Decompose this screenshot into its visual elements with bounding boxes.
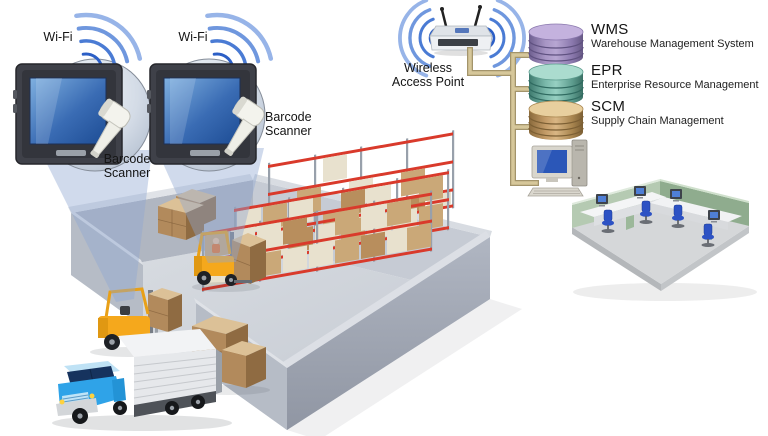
system-name: Warehouse Management System (591, 38, 754, 50)
system-acronym: SCM (591, 98, 626, 115)
system-label-scm: SCM Supply Chain Management (591, 98, 724, 128)
barcode-scanner-label-right: Barcode Scanner (265, 110, 312, 139)
database-cylinder-icon (528, 100, 584, 140)
delivery-truck-icon (52, 329, 232, 431)
warehouse-box-stack (157, 189, 216, 240)
handheld-terminal-icon (13, 63, 123, 165)
scan-beam-right (156, 148, 264, 263)
desktop-computer-icon (527, 139, 588, 197)
barcode-scanner-label-left: Barcode Scanner (87, 152, 167, 181)
system-name: Enterprise Resource Management (591, 79, 759, 91)
label-line: Access Point (391, 75, 465, 90)
scan-beam-left (40, 150, 152, 302)
terminal-group-right (147, 12, 274, 172)
label-line: Scanner (265, 124, 312, 139)
label-line: Scanner (103, 166, 151, 181)
handheld-terminal-icon (147, 63, 257, 165)
database-cylinder-icon (528, 63, 584, 105)
warehouse-isometric-icon (68, 130, 522, 436)
desk-computer-icon (596, 186, 720, 223)
wifi-label-right: Wi-Fi (153, 30, 233, 44)
network-connector-lines (467, 47, 539, 186)
database-cylinder-icon (528, 23, 584, 65)
system-name: Supply Chain Management (591, 115, 724, 127)
office-room-icon (572, 179, 757, 301)
label-text: Wi-Fi (43, 30, 73, 44)
wireless-access-point-icon (398, 0, 526, 78)
label-line: Wireless (404, 61, 452, 75)
system-label-epr: EPR Enterprise Resource Management (591, 62, 759, 92)
wireless-access-point-label: Wireless Access Point (378, 61, 478, 90)
wifi-arcs-icon (205, 12, 274, 69)
system-label-wms: WMS Warehouse Management System (591, 21, 754, 51)
label-text: Wi-Fi (178, 30, 208, 44)
label-line: Barcode (265, 110, 312, 124)
system-acronym: EPR (591, 62, 623, 79)
wifi-label-left: Wi-Fi (18, 30, 98, 44)
forklift-icon (192, 230, 266, 292)
label-line: Barcode (103, 152, 151, 166)
barcode-scanner-icon (90, 98, 131, 158)
barcode-scanner-icon (224, 96, 265, 156)
office-chair-icon (601, 200, 715, 247)
system-acronym: WMS (591, 21, 629, 38)
